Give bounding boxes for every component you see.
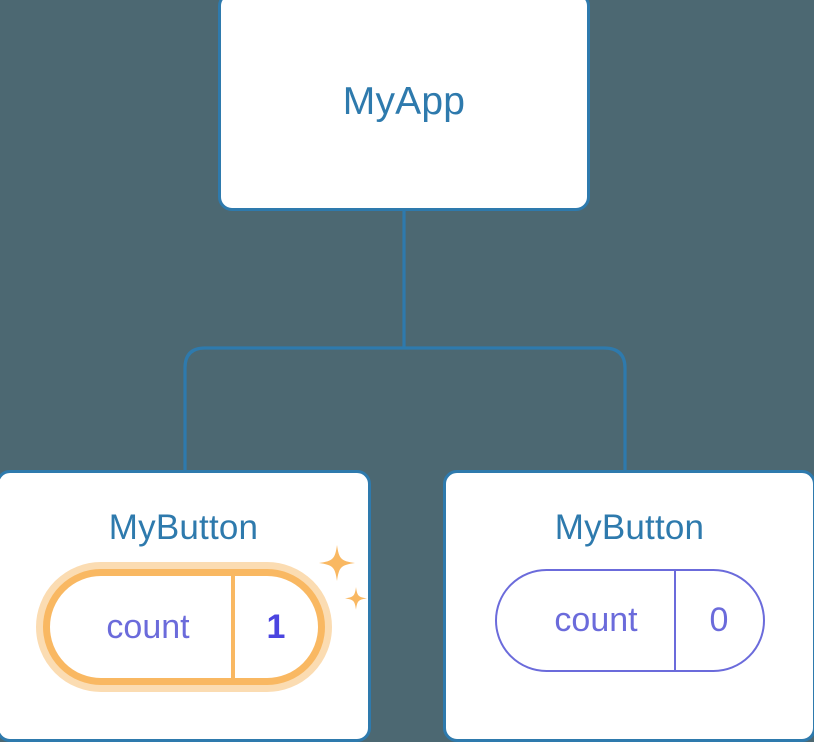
state-pill-row: count 1 xyxy=(0,545,368,692)
node-title: MyApp xyxy=(342,80,466,123)
state-value-label: 0 xyxy=(709,601,729,639)
sparkle-small-icon xyxy=(344,587,367,610)
state-pill-wrap: count 0 xyxy=(494,569,765,672)
state-pill-row: count 0 xyxy=(446,569,813,672)
state-key-label: count xyxy=(50,576,235,678)
node-mybutton-right[interactable]: MyButton count 0 xyxy=(443,470,814,742)
sparkle-group xyxy=(318,545,367,610)
node-myapp[interactable]: MyApp xyxy=(218,0,590,211)
state-key-label: count xyxy=(497,571,676,670)
sparkle-large-icon xyxy=(318,545,355,581)
highlight-glow-ring xyxy=(35,562,332,692)
node-mybutton-left[interactable]: MyButton count 1 xyxy=(0,470,371,742)
state-pill-count[interactable]: count 1 xyxy=(42,569,325,685)
state-pill-count[interactable]: count 0 xyxy=(494,569,765,672)
node-title: MyButton xyxy=(554,508,705,547)
state-pill-wrap: count 1 xyxy=(35,545,367,692)
state-value-label: 1 xyxy=(266,607,286,646)
node-title: MyButton xyxy=(108,508,259,547)
